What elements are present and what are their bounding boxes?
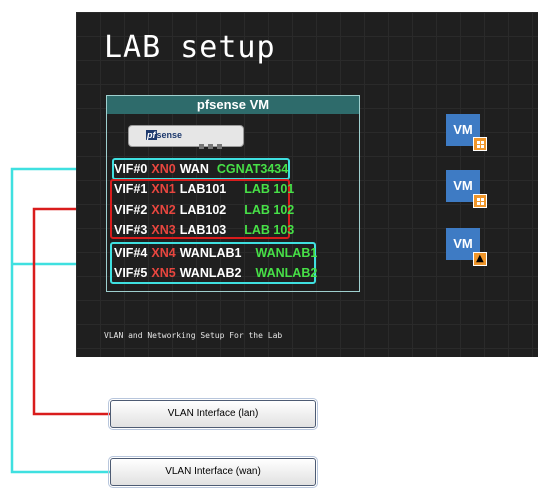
pfsense-logo: pfsense — [146, 130, 183, 140]
diagram-board — [76, 12, 538, 357]
diagram-title: LAB setup — [104, 30, 276, 65]
lan-interface-group — [110, 179, 290, 239]
windows-icon — [473, 137, 487, 151]
windows-icon — [473, 194, 487, 208]
appliance-ports — [199, 134, 226, 153]
legend-lan: VLAN Interface (lan) — [108, 398, 318, 430]
linux-icon: ▲ — [473, 252, 487, 266]
lan-connector-line — [32, 207, 110, 416]
vm-node: VM — [446, 228, 480, 260]
legend-wan: VLAN Interface (wan) — [108, 456, 318, 488]
pfsense-vm-header: pfsense VM — [107, 96, 359, 114]
wan-connector-line — [10, 167, 112, 474]
wanlab-interface-group — [110, 242, 316, 284]
pfsense-appliance: pfsense — [128, 125, 244, 149]
diagram-caption: VLAN and Networking Setup For the Lab — [104, 331, 283, 340]
pfsense-vm-box: pfsense VM — [106, 95, 360, 292]
